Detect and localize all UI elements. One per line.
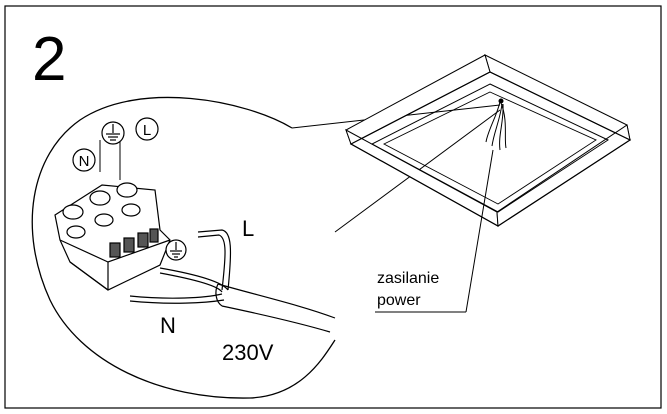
ground-symbol-icon	[101, 121, 125, 145]
terminal-l-badge	[135, 117, 159, 141]
terminal-l-label: L	[143, 122, 151, 139]
step-number: 2	[32, 25, 66, 94]
lamp-wires	[485, 98, 507, 151]
terminal-n-label: N	[79, 153, 90, 170]
wire-l-label: L	[242, 216, 254, 241]
outer-frame	[4, 5, 662, 409]
callout-line-1: zasilanie	[377, 270, 439, 287]
ceiling-lamp	[345, 54, 632, 227]
callout-line-2: power	[377, 292, 421, 309]
detail-circle	[31, 96, 336, 399]
wire-n-label: N	[160, 313, 176, 338]
power-cable	[129, 229, 336, 333]
terminal-block	[54, 140, 171, 291]
voltage-label: 230V	[222, 340, 274, 365]
callout-leader	[465, 149, 494, 313]
ground-symbol-icon	[165, 239, 187, 261]
terminal-n-badge	[72, 148, 96, 172]
